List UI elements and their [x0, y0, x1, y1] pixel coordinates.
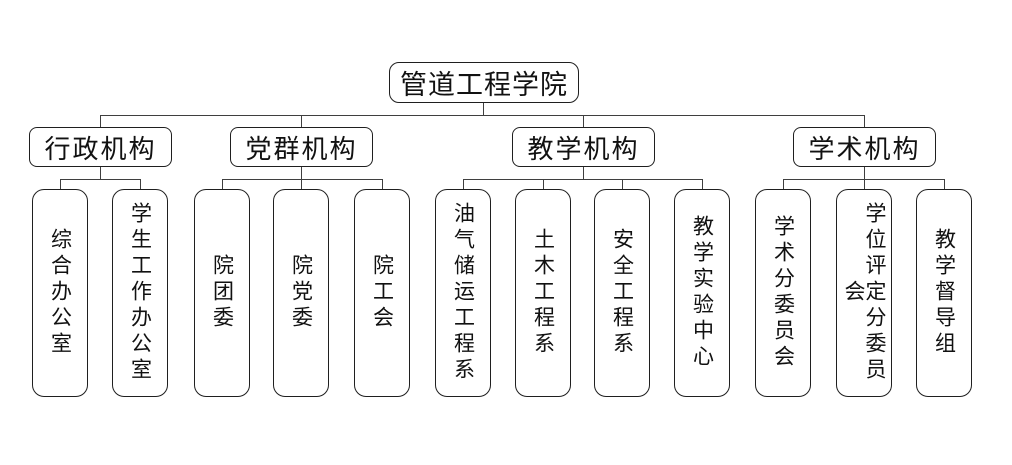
connector-line [382, 179, 383, 189]
org-node-oil-gas-storage-transport-dept: 油气储运工程系 [435, 189, 491, 397]
connector-line [100, 115, 865, 116]
org-node-academic-orgs: 学术机构 [793, 127, 936, 167]
connector-line [864, 179, 865, 189]
connector-line [583, 167, 584, 179]
connector-line [301, 167, 302, 179]
org-node-root: 管道工程学院 [389, 62, 579, 103]
org-node-administrative-orgs: 行政机构 [29, 127, 172, 167]
connector-line [222, 179, 223, 189]
org-node-degree-evaluation-subcommittee: 学位评定分委员会 [836, 189, 892, 397]
connector-line [100, 115, 101, 127]
connector-line [783, 179, 784, 189]
connector-line [702, 179, 703, 189]
org-node-safety-engineering-dept: 安全工程系 [594, 189, 650, 397]
connector-line [60, 179, 141, 180]
org-node-labor-union: 院工会 [354, 189, 410, 397]
org-node-student-affairs-office: 学生工作办公室 [112, 189, 168, 397]
connector-line [483, 103, 484, 116]
connector-line [140, 179, 141, 189]
connector-line [864, 115, 865, 127]
connector-line [583, 115, 584, 127]
org-node-party-mass-orgs: 党群机构 [230, 127, 373, 167]
connector-line [864, 167, 865, 179]
org-node-teaching-supervision-group: 教学督导组 [916, 189, 972, 397]
connector-line [301, 115, 302, 127]
connector-line [543, 179, 544, 189]
connector-line [463, 179, 703, 180]
org-node-youth-league-committee: 院团委 [194, 189, 250, 397]
org-node-academic-subcommittee: 学术分委员会 [755, 189, 811, 397]
org-node-teaching-orgs: 教学机构 [512, 127, 655, 167]
org-node-teaching-experiment-center: 教学实验中心 [674, 189, 730, 397]
connector-line [622, 179, 623, 189]
connector-line [944, 179, 945, 189]
org-node-civil-engineering-dept: 土木工程系 [515, 189, 571, 397]
connector-line [222, 179, 383, 180]
connector-line [301, 179, 302, 189]
connector-line [60, 179, 61, 189]
connector-line [463, 179, 464, 189]
org-node-party-committee: 院党委 [273, 189, 329, 397]
org-node-general-office: 综合办公室 [32, 189, 88, 397]
connector-line [100, 167, 101, 179]
